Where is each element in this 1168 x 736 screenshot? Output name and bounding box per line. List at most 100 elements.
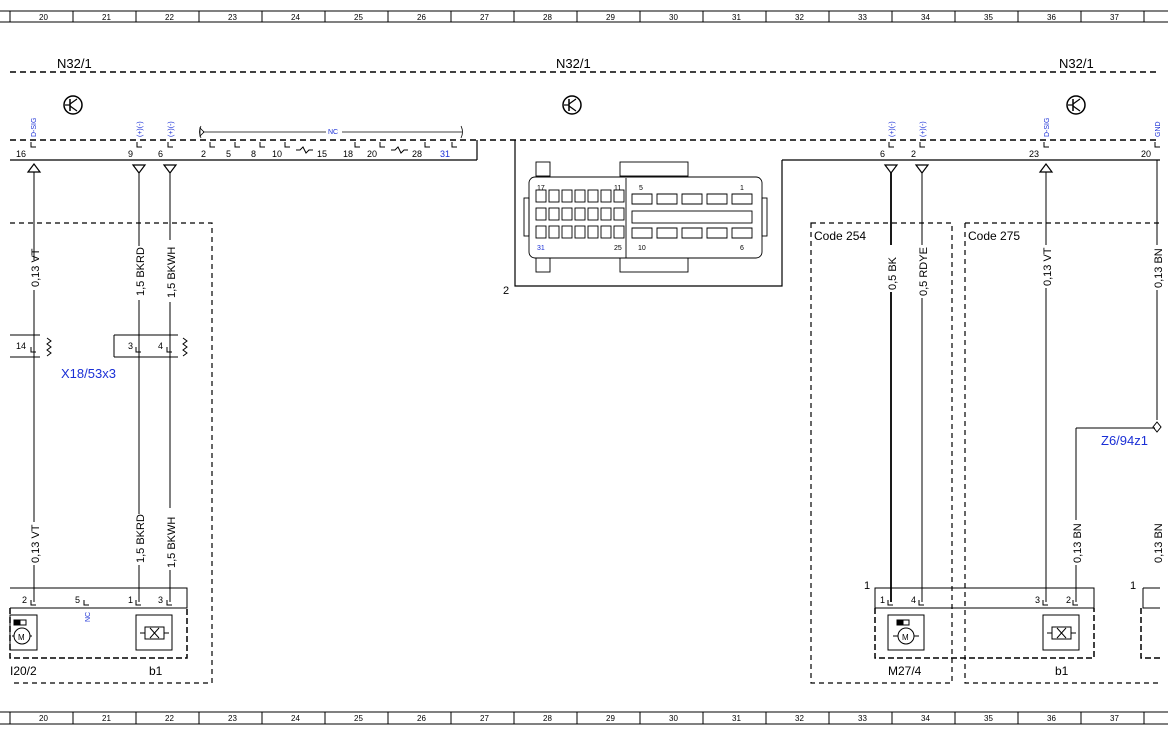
ruler-column-label: 23 xyxy=(228,13,237,22)
nc-label: NC xyxy=(328,129,338,136)
left-bottom-connector xyxy=(10,587,188,609)
component-b1-left-label: b1 xyxy=(149,664,163,678)
switch-icon-left xyxy=(135,614,173,651)
pin-r2: 2 xyxy=(911,149,916,159)
n32-label-mid: N32/1 xyxy=(556,56,591,71)
ruler-column-label: 35 xyxy=(984,714,993,723)
transistor-icon-right xyxy=(1066,95,1086,115)
ruler-column-label: 24 xyxy=(291,13,300,22)
ruler-column-label: 28 xyxy=(543,714,552,723)
component-b1-right-label: b1 xyxy=(1055,664,1069,678)
pin-type-pm-9: (+)(-) xyxy=(137,121,144,137)
pin-m1: 1 xyxy=(880,595,885,605)
ruler-column-label: 26 xyxy=(417,13,426,22)
wire-label-bkwh-upper: 1,5 BKWH xyxy=(166,247,178,298)
n32-label-right: N32/1 xyxy=(1059,56,1094,71)
ruler-column-label: 30 xyxy=(669,714,678,723)
nc-bracket xyxy=(199,125,463,139)
wire-label-bk: 0,5 BK xyxy=(887,256,899,290)
wire-label-rdye: 0,5 RDYE xyxy=(918,247,930,296)
component-m27-label: M27/4 xyxy=(888,664,922,678)
pin-b1: 1 xyxy=(128,595,133,605)
ruler-column-label: 26 xyxy=(417,714,426,723)
x18-label: X18/53x3 xyxy=(61,366,116,381)
pin-18: 18 xyxy=(343,149,353,159)
face-pin-5: 5 xyxy=(639,185,643,192)
wire-labels: 0,13 VT 1,5 BKRD 1,5 BKWH 0,13 VT 1,5 BK… xyxy=(30,247,1165,568)
ruler-column-label: 32 xyxy=(795,714,804,723)
pin-20: 20 xyxy=(367,149,377,159)
strip-pin-markers xyxy=(30,142,1160,148)
ruler-column-label: 32 xyxy=(795,13,804,22)
pin-b5: 5 xyxy=(75,595,80,605)
ruler-column-label: 37 xyxy=(1110,13,1119,22)
pin-type-pm-r6: (+)(-) xyxy=(889,121,896,137)
face-pin-25: 25 xyxy=(614,245,622,252)
pin-r23: 23 xyxy=(1029,149,1039,159)
ruler-column-label: 20 xyxy=(39,13,48,22)
ruler-column-label: 21 xyxy=(102,714,111,723)
ruler-column-label: 36 xyxy=(1047,714,1056,723)
connector-face-labels: 17 11 5 1 31 25 10 6 xyxy=(537,185,744,252)
pin-9: 9 xyxy=(128,149,133,159)
pin-m2: 2 xyxy=(1066,595,1071,605)
pin-type-pm-r2: (+)(-) xyxy=(920,121,927,137)
wire-label-bn-edge-upper: 0,13 BN xyxy=(1153,248,1165,288)
ruler-column-label: 31 xyxy=(732,714,741,723)
ruler-column-label: 25 xyxy=(354,714,363,723)
ruler-column-label: 22 xyxy=(165,714,174,723)
n32-label-left: N32/1 xyxy=(57,56,92,71)
ruler-column-label: 25 xyxy=(354,13,363,22)
ruler-column-label: 34 xyxy=(921,13,930,22)
pin-type-gnd-20: GND xyxy=(1155,121,1162,137)
ruler-column-label: 23 xyxy=(228,714,237,723)
ruler-column-label: 31 xyxy=(732,13,741,22)
x18-pin-14: 14 xyxy=(16,341,26,351)
splice-diamond xyxy=(1152,421,1162,433)
left-bottom-box xyxy=(9,608,188,659)
wire-label-bkrd-upper: 1,5 BKRD xyxy=(135,247,147,296)
strip-pin-numbers: 16 9 6 2 5 8 10 15 18 20 28 31 6 2 23 20 xyxy=(16,149,1151,159)
pin-r20: 20 xyxy=(1141,149,1151,159)
component-i20-label: I20/2 xyxy=(10,664,37,678)
ruler-column-label: 27 xyxy=(480,13,489,22)
x18-pin-4: 4 xyxy=(158,341,163,351)
ruler-column-label: 29 xyxy=(606,13,615,22)
signal-arrows xyxy=(26,163,1054,174)
wires xyxy=(33,160,1158,602)
ruler-column-label: 28 xyxy=(543,13,552,22)
code-275-label: Code 275 xyxy=(968,229,1020,243)
pin-type-pm-6: (+)(-) xyxy=(168,121,175,137)
pin-2: 2 xyxy=(201,149,206,159)
bridge-symbols xyxy=(296,146,408,154)
pin-type-dsig-23: D-SIG xyxy=(1044,118,1051,137)
face-pin-6: 6 xyxy=(740,245,744,252)
wire-label-vt-upper: 0,13 VT xyxy=(30,248,42,287)
ruler-column-label: 30 xyxy=(669,13,678,22)
pin-10: 10 xyxy=(272,149,282,159)
mid-connector-number: 2 xyxy=(503,285,509,297)
ruler-column-label: 37 xyxy=(1110,714,1119,723)
pin-16: 16 xyxy=(16,149,26,159)
pin-15: 15 xyxy=(317,149,327,159)
motor-m-right: M xyxy=(902,633,909,642)
right-bottom-connector xyxy=(874,587,1160,609)
ruler-column-label: 22 xyxy=(165,13,174,22)
mid-connector-frame xyxy=(514,140,783,287)
wire-label-bn-edge-lower: 0,13 BN xyxy=(1153,523,1165,563)
pin-8: 8 xyxy=(251,149,256,159)
pin-type-dsig-16: D-SIG xyxy=(31,118,38,137)
wire-label-vt-right: 0,13 VT xyxy=(1042,247,1054,286)
switch-icon-right xyxy=(1042,614,1080,651)
x18-connector xyxy=(10,334,188,358)
face-pin-17: 17 xyxy=(537,185,545,192)
face-pin-1: 1 xyxy=(740,185,744,192)
pin-28: 28 xyxy=(412,149,422,159)
pin-b3: 3 xyxy=(158,595,163,605)
right-bottom-boxes xyxy=(874,608,1160,659)
dashed-boxes xyxy=(10,222,1160,684)
ruler-column-label: 20 xyxy=(39,714,48,723)
motor-m-left: M xyxy=(18,633,25,642)
pin-b2: 2 xyxy=(22,595,27,605)
